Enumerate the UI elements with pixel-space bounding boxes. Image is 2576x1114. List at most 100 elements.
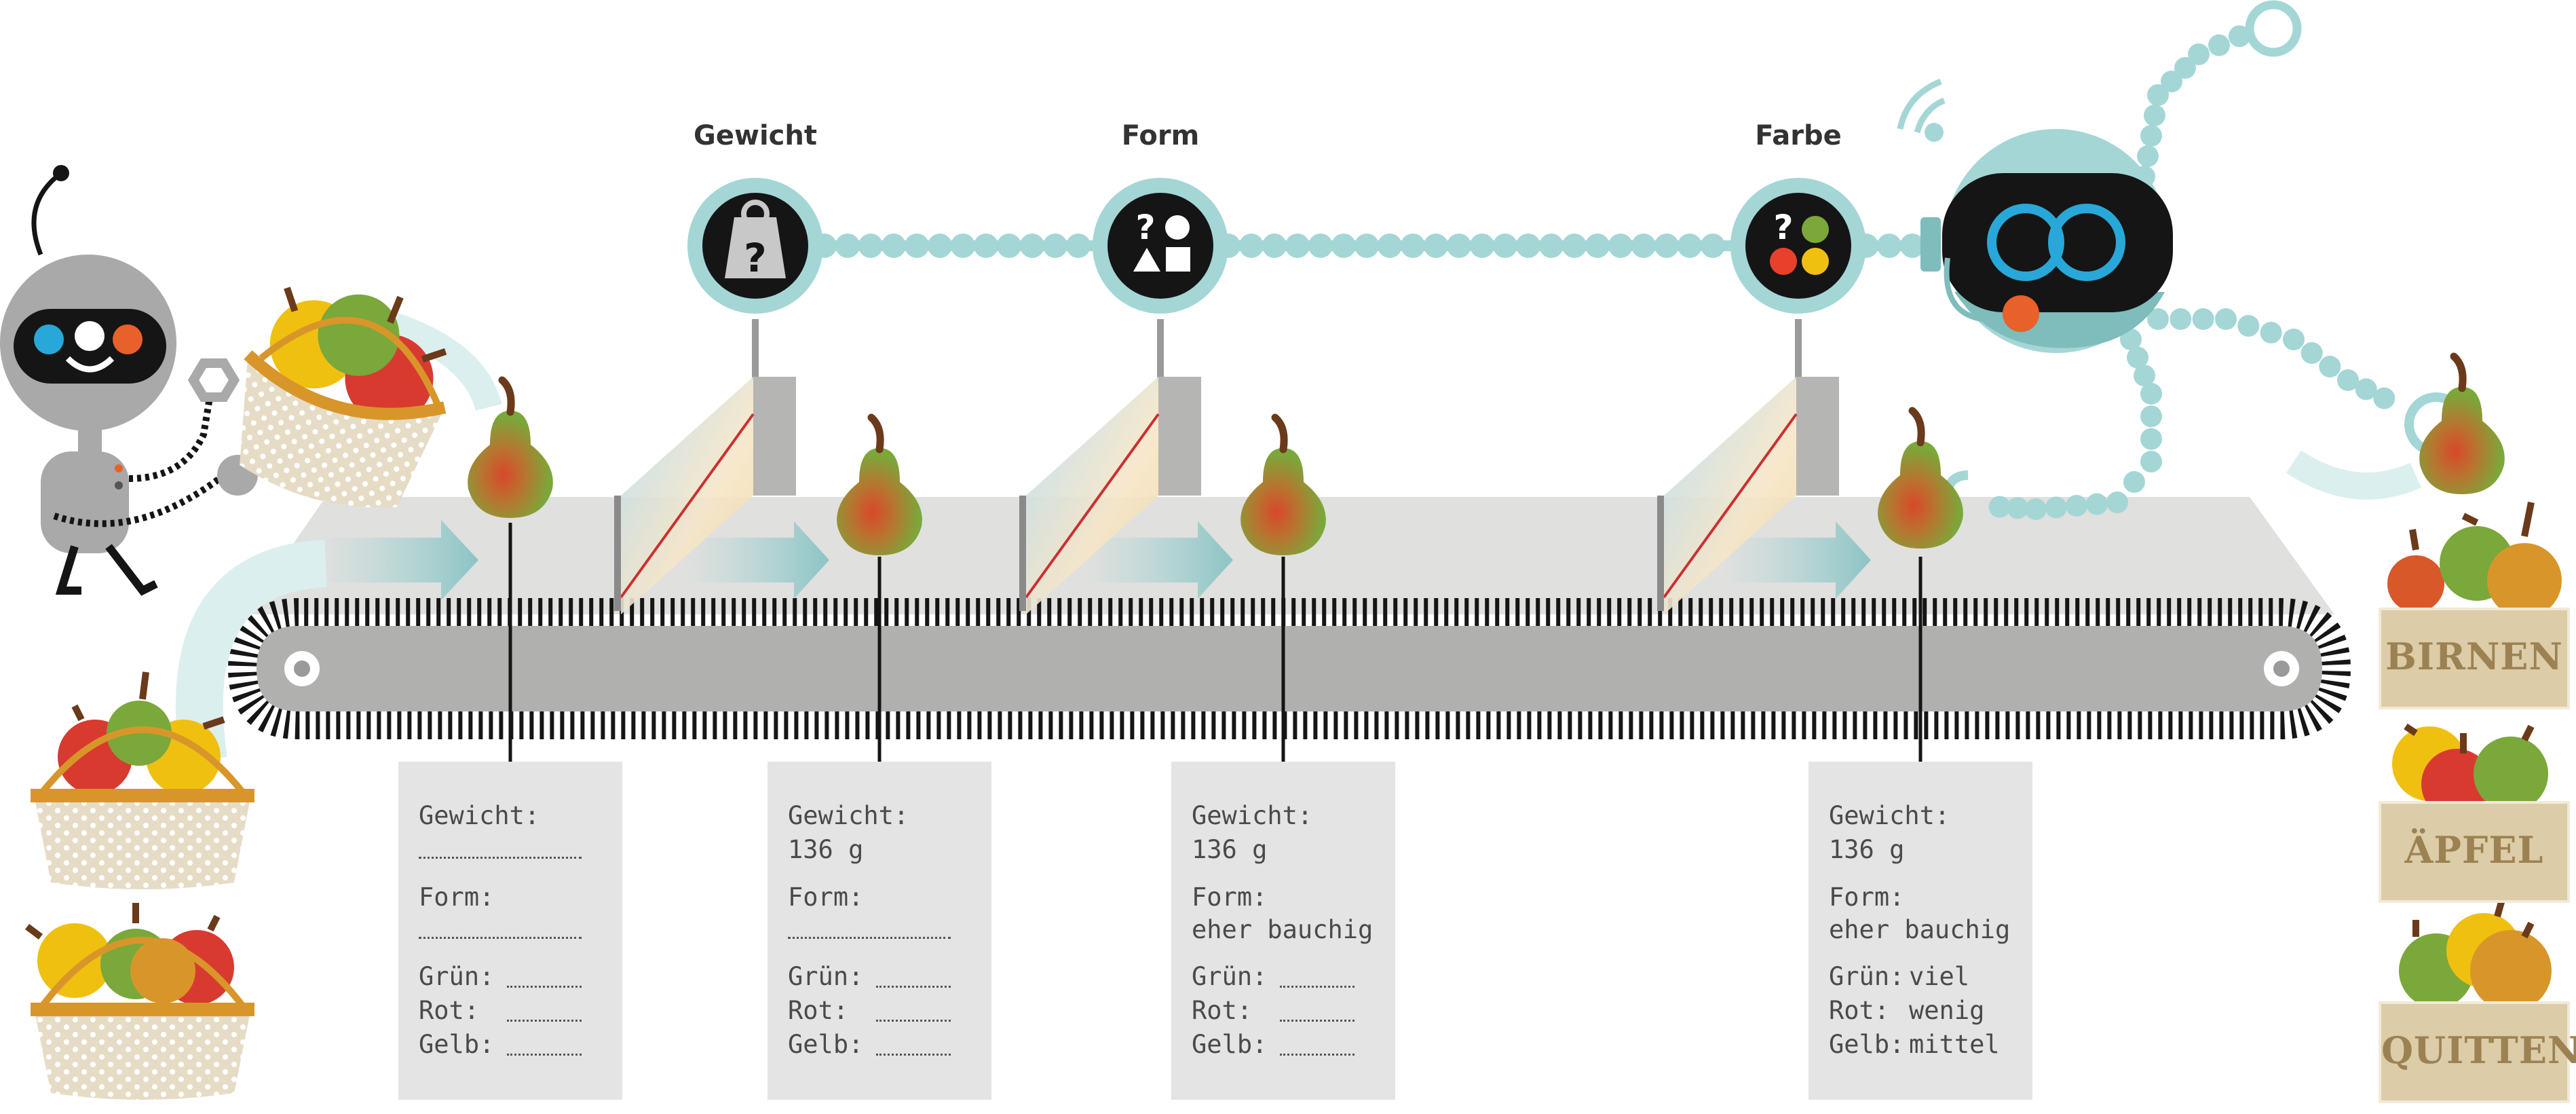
- ticket-red-blank: [876, 1020, 951, 1022]
- chain-bead: [1608, 234, 1633, 258]
- measurement-ticket-2: Gewicht: 136 g Form: Grün: Rot: Gelb:: [768, 762, 991, 1100]
- basket-held: [240, 286, 447, 508]
- chain-bead: [1262, 234, 1287, 258]
- arm-bead: [2229, 25, 2250, 48]
- chain-bead: [1678, 234, 1702, 258]
- arm-bead: [2140, 405, 2162, 428]
- ticket-green-label: Grün:: [1192, 962, 1268, 991]
- chain-bead: [1331, 234, 1356, 258]
- belt-roller-left: [284, 651, 320, 686]
- ticket-form-label: Form:: [419, 883, 495, 912]
- ticket-yellow-value: mittel: [1909, 1030, 2000, 1059]
- crate-quitten: QUITTEN: [2379, 1001, 2576, 1103]
- crate-birnen: BIRNEN: [2379, 608, 2570, 709]
- arm-bead: [2045, 496, 2067, 519]
- station-label-form: Form: [1122, 120, 1200, 151]
- arm-bead: [2337, 369, 2359, 391]
- input-curve: [175, 540, 328, 764]
- chain-bead: [1401, 234, 1425, 258]
- chain-bead: [858, 234, 883, 258]
- crate-fruit-pears: [2387, 502, 2562, 618]
- svg-text:?: ?: [744, 235, 767, 281]
- arm-bead: [2237, 315, 2260, 337]
- arm-bead: [2300, 342, 2323, 364]
- robot-claw: [187, 358, 240, 402]
- ticket-form-label: Form:: [1829, 883, 1905, 912]
- crate-aepfel: ÄPFEL: [2379, 801, 2570, 903]
- arm-bead: [2134, 365, 2155, 387]
- chain-bead: [1020, 234, 1044, 258]
- basket-left-2: [25, 903, 254, 1100]
- ticket-yellow-blank: [507, 1054, 582, 1056]
- ticket-weight-label: Gewicht:: [419, 801, 540, 830]
- arm-bead: [2147, 84, 2169, 106]
- measurement-ticket-1: Gewicht: Form: Grün: Rot: Gelb:: [398, 762, 622, 1100]
- ticket-yellow-blank: [1280, 1054, 1355, 1056]
- chain-bead: [1308, 234, 1333, 258]
- arm-bead: [2260, 322, 2282, 344]
- ticket-red-blank: [507, 1020, 582, 1022]
- ticket-green-label: Grün:: [419, 962, 495, 991]
- arm-bead: [2025, 498, 2047, 520]
- basket-left-1: [31, 671, 254, 889]
- measurement-ticket-4: Gewicht: 136 g Form: eher bauchig Grün: …: [1808, 762, 2032, 1100]
- ticket-form-value: eher bauchig: [1829, 915, 2011, 944]
- chain-bead: [1239, 234, 1264, 258]
- chain-bead: [1355, 234, 1379, 258]
- input-curve-top: [389, 313, 502, 411]
- arm-bead: [2192, 308, 2214, 330]
- svg-text:?: ?: [1773, 208, 1793, 247]
- crate-label-quitten: QUITTEN: [2381, 1028, 2576, 1072]
- ticket-form-label: Form:: [1192, 883, 1268, 912]
- station-color: ?: [1730, 178, 1866, 314]
- ticket-yellow-label: Gelb:: [1192, 1030, 1268, 1059]
- ticket-form-label: Form:: [788, 883, 864, 912]
- arm-bead: [2137, 145, 2159, 167]
- ticket-form-blank: [788, 937, 951, 939]
- ticket-green-blank: [876, 986, 951, 988]
- crate-label-birnen: BIRNEN: [2385, 635, 2563, 678]
- pear-4: [1878, 407, 1963, 549]
- chain-bead: [1900, 234, 1925, 258]
- arm-bead: [2319, 356, 2341, 377]
- ticket-red-label: Rot:: [788, 996, 849, 1025]
- arm-bead: [2170, 308, 2192, 330]
- pear-3: [1240, 413, 1326, 555]
- chain-bead: [928, 234, 952, 258]
- chain-bead: [1424, 234, 1448, 258]
- ticket-yellow-label: Gelb:: [1829, 1030, 1905, 1059]
- flow-arrows: [319, 520, 1871, 600]
- arm-ring: [2245, 0, 2302, 57]
- ticket-weight-value: 136 g: [1829, 835, 1905, 864]
- conveyor-belt: [227, 497, 2351, 739]
- robot-arm-chains: [1988, 0, 2395, 520]
- chain-bead: [1877, 234, 1901, 258]
- ticket-red-label: Rot:: [419, 996, 480, 1025]
- arm-bead: [2140, 125, 2162, 147]
- chain-bead: [1631, 234, 1656, 258]
- ticket-weight-value: 136 g: [788, 835, 864, 864]
- ticket-form-value: eher bauchig: [1192, 915, 1374, 944]
- chain-bead: [1066, 234, 1091, 258]
- arm-bead: [2140, 428, 2162, 450]
- ticket-pins: [508, 523, 1922, 770]
- ticket-red-value: wenig: [1909, 996, 1985, 1025]
- measurement-ticket-3: Gewicht: 136 g Form: eher bauchig Grün: …: [1171, 762, 1395, 1100]
- arm-bead: [2215, 308, 2237, 330]
- small-robot: [0, 165, 258, 596]
- scanner-color: [1657, 319, 1839, 614]
- ticket-yellow-label: Gelb:: [419, 1030, 495, 1059]
- chain-bead: [1493, 234, 1517, 258]
- chain-bead: [951, 234, 975, 258]
- pears: [468, 352, 2505, 555]
- svg-text:?: ?: [1135, 208, 1155, 247]
- weight-question-icon: ?: [725, 200, 786, 281]
- arm-bead: [2086, 493, 2108, 515]
- ticket-green-value: viel: [1909, 962, 1970, 991]
- arm-bead: [2106, 491, 2128, 513]
- chain-bead: [1562, 234, 1587, 258]
- color-question-icon: ?: [1770, 208, 1829, 275]
- arm-bead: [2147, 308, 2169, 330]
- arm-bead: [2161, 71, 2182, 92]
